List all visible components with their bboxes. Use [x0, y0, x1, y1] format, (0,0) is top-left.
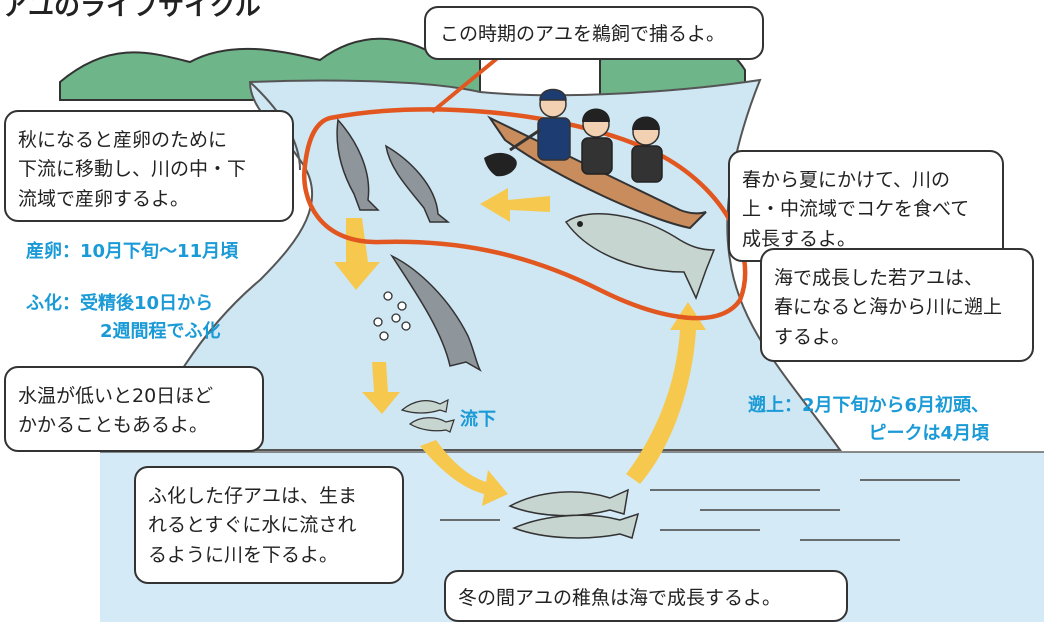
spawning-text: 産卵：10月下旬〜11月頃 [26, 241, 239, 262]
note-line: 秋になると産卵のために [18, 129, 228, 151]
note-autumn-spawning: 秋になると産卵のために 下流に移動し、川の中・下 流域で産卵するよ。 [4, 110, 294, 222]
cormorant-fishing-boat [484, 88, 707, 230]
note-line: するよ。 [774, 325, 851, 348]
note-line: 流域で産卵するよ。 [18, 187, 190, 210]
hatching-text: ふ化：受精後10日から [26, 293, 214, 314]
arrow-upstream [626, 302, 706, 484]
sea-waves [440, 479, 960, 541]
label-upstream: 遡上：2月下旬から6月初頭、 ピークは4月頃 [748, 392, 989, 448]
arrow-flow-sea [420, 440, 508, 506]
diagram-title: アユのライフサイクル [2, 0, 261, 22]
note-water-temperature: 水温が低いと20日ほど かかることもあるよ。 [4, 366, 264, 452]
note-winter-sea: 冬の間アユの稚魚は海で成長するよ。 [444, 570, 848, 622]
note-line: 春から夏にかけて、川の [742, 169, 951, 191]
note-line: 冬の間アユの稚魚は海で成長するよ。 [458, 587, 782, 609]
note-line: れるとすぐに水に流され [148, 514, 357, 537]
fish-spawning [389, 254, 482, 372]
hatching-text: 2週間程でふ化 [100, 320, 221, 342]
cormorant [484, 152, 517, 177]
arrow-fry-down [362, 362, 400, 414]
fish-fry [400, 398, 455, 433]
note-line: 春になると海から川に遡上 [774, 296, 1003, 319]
note-line: 上・中流域でコケを食べて [742, 198, 970, 221]
note-line: ふ化した仔アユは、生ま [148, 485, 358, 507]
note-line: かかることもあるよ。 [18, 414, 209, 437]
label-spawning: 産卵：10月下旬〜11月頃 [26, 238, 238, 266]
fish-juveniles [508, 488, 640, 539]
fish-adult [564, 213, 716, 300]
cycle-arrows [334, 188, 706, 506]
note-line: 海で成長した若アユは、 [774, 267, 984, 289]
caption-cormorant-fishing: この時期のアユを鵜飼で捕るよ。 [424, 6, 764, 60]
arrow-spawn-down [334, 218, 380, 290]
fish-spawning-pair [336, 118, 451, 223]
note-line: るように川を下るよ。 [148, 543, 339, 566]
note-line: 下流に移動し、川の中・下 [18, 158, 247, 181]
arrow-downstream-top [480, 188, 550, 222]
upstream-text: 遡上：2月下旬から6月初頭、 [748, 395, 990, 416]
caption-connector [430, 54, 502, 114]
eggs [373, 291, 411, 341]
note-fry-drift: ふ化した仔アユは、生ま れるとすぐに水に流され るように川を下るよ。 [134, 466, 404, 584]
upstream-text: ピークは4月頃 [868, 422, 990, 444]
note-line: 水温が低いと20日ほど [18, 385, 214, 407]
downstream-text: 流下 [460, 409, 496, 430]
caption-text: この時期のアユを鵜飼で捕るよ。 [440, 23, 726, 45]
river [138, 78, 842, 451]
label-hatching: ふ化：受精後10日から 2週間程でふ化 [26, 290, 221, 346]
note-spring-growth: 春から夏にかけて、川の 上・中流域でコケを食べて 成長するよ。 [728, 150, 1004, 262]
note-line: 成長するよ。 [742, 227, 857, 250]
label-downstream: 流下 [460, 406, 496, 434]
note-young-adult-upstream: 海で成長した若アユは、 春になると海から川に遡上 するよ。 [760, 248, 1034, 362]
